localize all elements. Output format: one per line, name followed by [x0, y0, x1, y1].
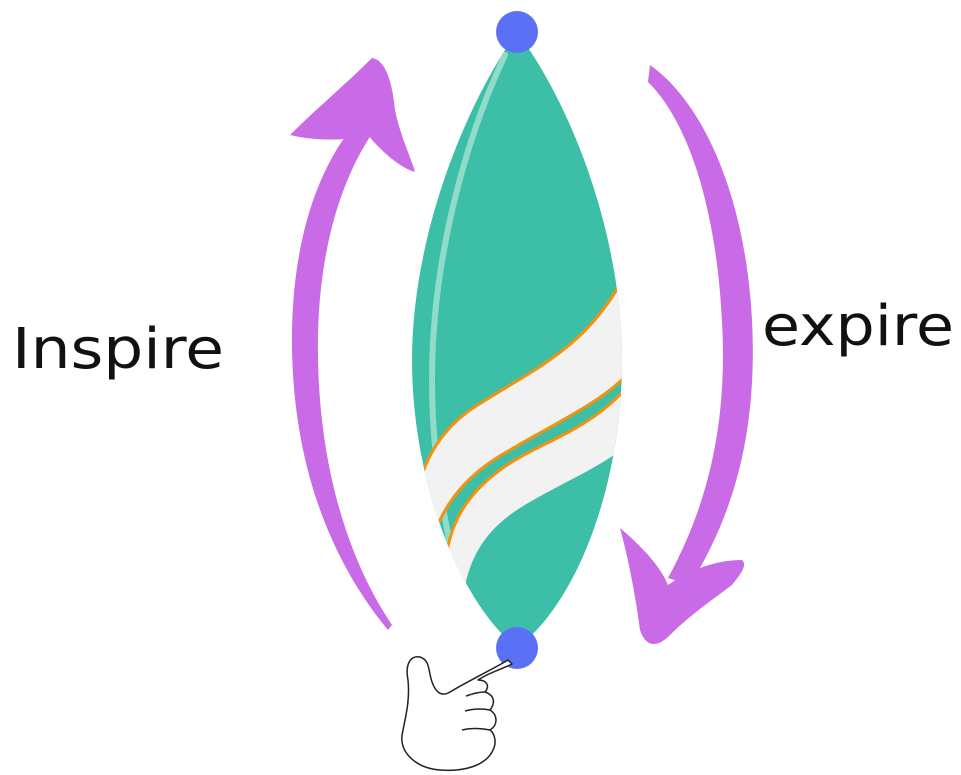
pointing-hand-icon [402, 657, 512, 771]
left-arrow-shaft [292, 118, 392, 630]
top-point [496, 11, 538, 53]
surfboard [412, 32, 645, 648]
inspire-label: Inspire [12, 317, 224, 382]
right-arrow-shaft [648, 65, 753, 585]
up-arrow-icon [290, 58, 415, 630]
right-arrow-head [620, 528, 744, 644]
down-arrow-icon [620, 65, 753, 644]
expire-label: expire [762, 294, 954, 359]
